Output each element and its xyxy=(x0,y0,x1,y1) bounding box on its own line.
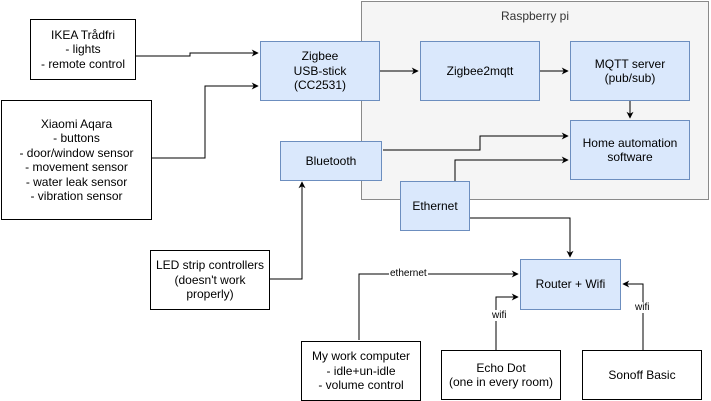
xiaomi-item-buttons: - buttons xyxy=(53,131,100,145)
home-automation-line-1: Home automation xyxy=(582,135,678,150)
xiaomi-item-movement: - movement sensor xyxy=(25,160,128,174)
edge-xiaomi-zigbee xyxy=(152,82,259,159)
edge-label-wifi-sonoff: wifi xyxy=(634,302,651,313)
zigbee2mqtt-label: Zigbee2mqtt xyxy=(446,63,514,78)
edge-led-bluetooth xyxy=(270,181,306,280)
node-zigbee2mqtt: Zigbee2mqtt xyxy=(420,41,540,101)
node-work-computer: My work computer - idle+un-idle - volume… xyxy=(301,341,421,401)
ethernet-label: Ethernet xyxy=(412,198,458,213)
router-label: Router + Wifi xyxy=(535,277,606,292)
raspberry-pi-label: Raspberry pi xyxy=(500,9,570,23)
node-router-wifi: Router + Wifi xyxy=(520,259,621,310)
mqtt-line-2: (pub/sub) xyxy=(604,71,656,85)
xiaomi-item-water-leak: - water leak sensor xyxy=(25,174,128,189)
sonoff-label: Sonoff Basic xyxy=(608,367,676,382)
xiaomi-item-vibration: - vibration sensor xyxy=(30,189,123,203)
zigbee-stick-line-3: (CC2531) xyxy=(293,78,347,93)
edge-echo-router xyxy=(495,293,519,350)
node-home-automation: Home automation software xyxy=(570,120,690,180)
work-computer-item-volume: - volume control xyxy=(318,378,404,393)
edge-ethernet-router xyxy=(470,217,574,258)
edge-ikea-zigbee xyxy=(136,49,259,57)
work-computer-item-idle: - idle+un-idle xyxy=(326,363,396,378)
work-computer-title: My work computer xyxy=(311,349,411,364)
mqtt-line-1: MQTT server xyxy=(594,56,666,71)
zigbee-stick-line-2: USB-stick xyxy=(293,63,347,78)
bluetooth-label: Bluetooth xyxy=(305,153,357,168)
node-ethernet: Ethernet xyxy=(400,181,470,231)
ikea-title: IKEA Trådfri xyxy=(50,27,116,42)
led-line-2: (doesn't work xyxy=(174,272,246,287)
echo-line-2: (one in every room) xyxy=(448,375,554,389)
edge-computer-router xyxy=(358,270,519,340)
ikea-item-lights: - lights xyxy=(65,42,101,57)
zigbee-stick-line-1: Zigbee xyxy=(301,49,339,64)
node-xiaomi-aqara: Xiaomi Aqara - buttons - door/window sen… xyxy=(1,100,152,220)
edge-sonoff-router xyxy=(622,280,644,350)
node-ikea-tradfri: IKEA Trådfri - lights - remote control xyxy=(30,19,136,80)
node-zigbee-usb-stick: Zigbee USB-stick (CC2531) xyxy=(260,41,380,101)
edge-label-ethernet: ethernet xyxy=(389,268,428,279)
node-echo-dot: Echo Dot (one in every room) xyxy=(441,350,561,400)
node-bluetooth: Bluetooth xyxy=(280,141,382,181)
home-automation-line-2: software xyxy=(607,150,653,164)
edge-label-wifi-echo: wifi xyxy=(491,310,508,321)
ikea-item-remote: - remote control xyxy=(40,56,126,71)
led-line-3: properly) xyxy=(186,287,234,302)
node-led-strip-controllers: LED strip controllers (doesn't work prop… xyxy=(150,250,270,310)
xiaomi-item-door-window: - door/window sensor xyxy=(19,145,134,160)
led-line-1: LED strip controllers xyxy=(155,258,265,273)
xiaomi-title: Xiaomi Aqara xyxy=(40,116,113,131)
echo-line-1: Echo Dot xyxy=(476,360,526,375)
node-mqtt-server: MQTT server (pub/sub) xyxy=(570,41,690,101)
node-sonoff-basic: Sonoff Basic xyxy=(582,350,702,400)
